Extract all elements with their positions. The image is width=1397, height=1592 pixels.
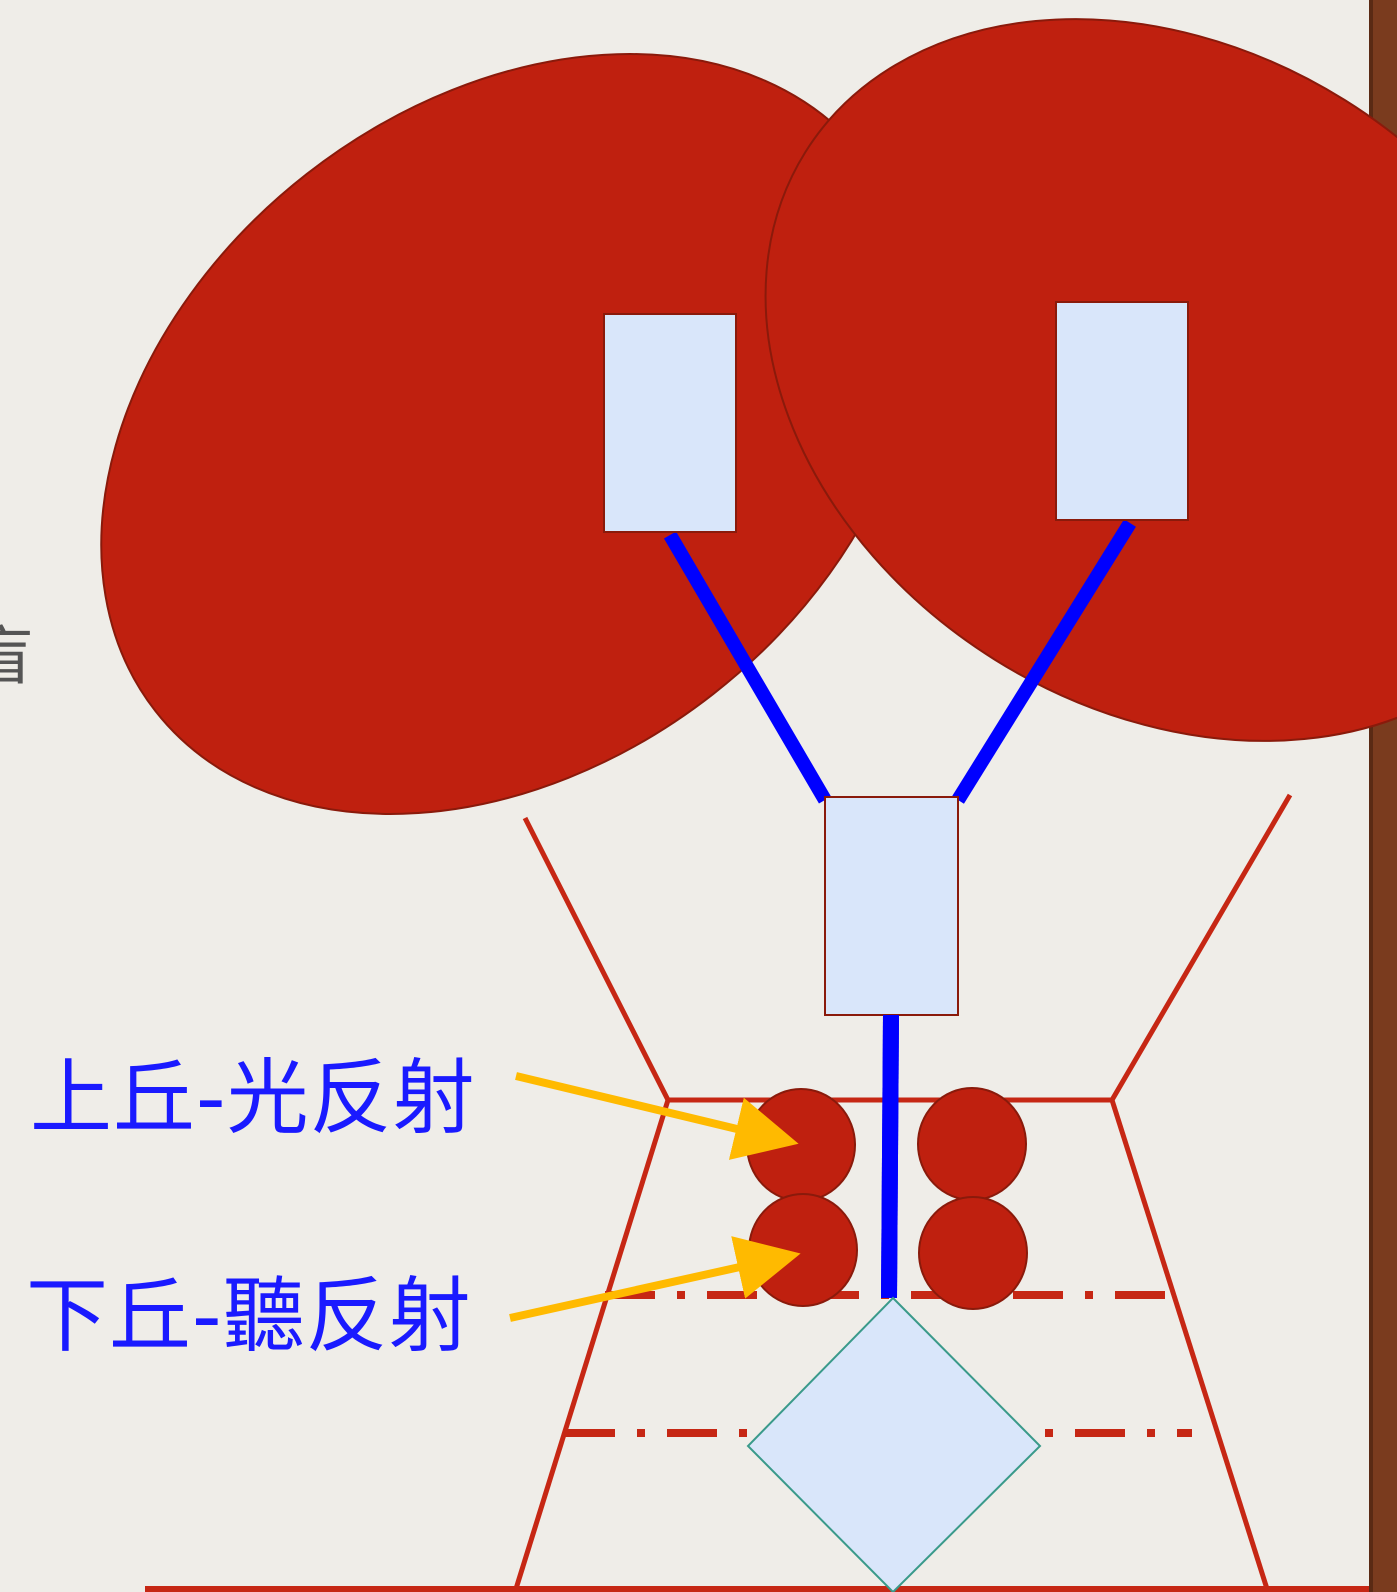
right-cortex-box (1055, 301, 1189, 521)
lower-right-side (1109, 1099, 1271, 1592)
superior-colliculus-left (746, 1088, 856, 1202)
brainstem-diamond (746, 1296, 1042, 1592)
thalamus-box (824, 796, 959, 1016)
inferior-colliculus-label: 下丘-聽反射 (26, 1269, 472, 1364)
descending-pathway-front (881, 1014, 899, 1299)
left-pathway (663, 531, 832, 804)
right-pathway (952, 519, 1136, 804)
cut-off-glyph: 盲 (0, 621, 34, 695)
superior-colliculus-label: 上丘-光反射 (30, 1051, 476, 1146)
inferior-colliculus-right (918, 1196, 1028, 1310)
superior-arrow (515, 1072, 799, 1160)
lower-left-side (512, 1099, 671, 1592)
left-cortex-box (603, 313, 737, 533)
inferior-colliculus-left (748, 1193, 858, 1307)
frame-edge-shadow (1369, 0, 1373, 1592)
inferior-arrow (509, 1236, 801, 1322)
superior-colliculus-right (917, 1087, 1027, 1201)
